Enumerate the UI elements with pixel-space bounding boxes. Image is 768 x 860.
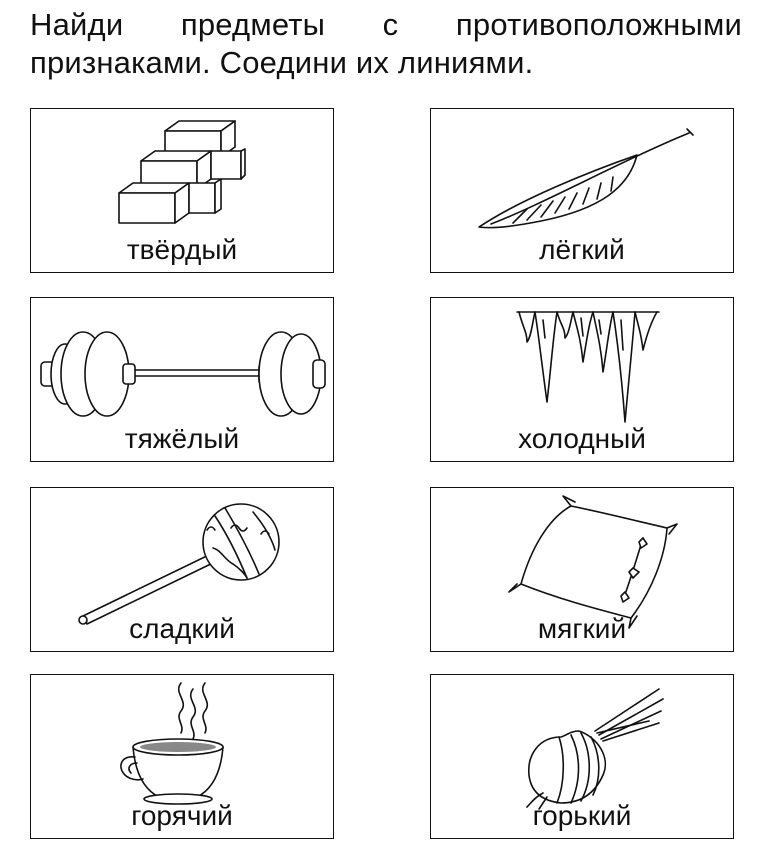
card-hot[interactable]: горячий [30, 674, 334, 839]
card-heavy[interactable]: тяжёлый [30, 297, 334, 462]
instruction-text: Найди предметы с противоположными призна… [30, 7, 742, 80]
card-label: горячий [131, 800, 233, 831]
card-label: тяжёлый [124, 423, 240, 454]
card-hard[interactable]: твёрдый [30, 108, 334, 273]
card-cold[interactable]: холодный [430, 297, 734, 462]
pillow-icon [508, 495, 678, 629]
card-soft[interactable]: мягкий [430, 487, 734, 652]
feather-icon [478, 128, 694, 229]
onion-icon [526, 688, 664, 810]
hot-cup-icon [120, 682, 224, 805]
card-label: холодный [518, 423, 646, 454]
card-label: горький [532, 800, 632, 831]
card-label: сладкий [129, 613, 235, 644]
lollipop-icon [78, 503, 280, 625]
card-sweet[interactable]: сладкий [30, 487, 334, 652]
bricks-icon [118, 120, 246, 224]
icicles-icon [516, 311, 660, 423]
card-bitter[interactable]: горький [430, 674, 734, 839]
card-label: лёгкий [539, 234, 625, 265]
barbell-icon [40, 331, 326, 417]
card-label: мягкий [537, 613, 627, 644]
card-light[interactable]: лёгкий [430, 108, 734, 273]
card-label: твёрдый [126, 234, 238, 265]
